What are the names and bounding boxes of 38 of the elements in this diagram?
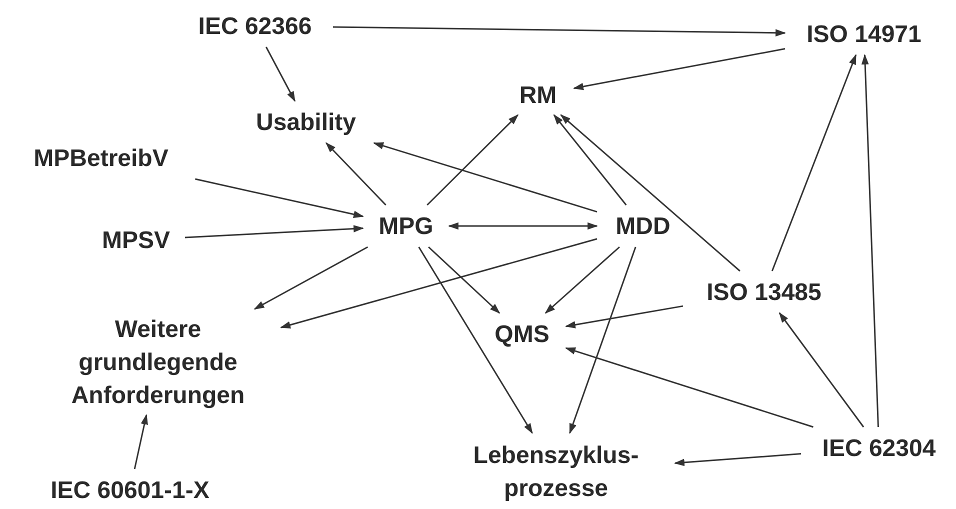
arrow	[448, 222, 598, 230]
arrow	[674, 453, 802, 466]
arrow	[553, 114, 627, 206]
node-label: ISO 13485	[686, 274, 842, 310]
arrow	[280, 238, 598, 328]
arrow	[134, 414, 148, 470]
arrow	[572, 48, 786, 90]
arrow	[325, 142, 386, 206]
arrow	[428, 246, 500, 314]
node-label: MPBetreibV	[6, 140, 196, 176]
arrow	[565, 347, 814, 428]
node-label: Usability	[238, 104, 374, 140]
node-label: ISO 14971	[788, 16, 940, 52]
node-label: RM	[505, 78, 571, 112]
node-label: MDD	[600, 208, 686, 244]
arrow	[418, 246, 533, 434]
arrow	[184, 225, 364, 238]
arrow	[195, 178, 364, 218]
node-label: QMS	[481, 316, 563, 352]
node-label: MPG	[366, 208, 446, 244]
arrow	[778, 312, 864, 428]
arrow	[544, 246, 620, 314]
arrow	[426, 114, 519, 206]
node-label: Weitere grundlegende Anforderungen	[38, 312, 278, 412]
arrow	[373, 142, 598, 213]
node-label: IEC 62304	[804, 430, 954, 466]
node-label: IEC 60601-1-X	[20, 472, 240, 508]
node-label: IEC 62366	[180, 8, 330, 44]
arrow	[771, 54, 857, 272]
node-label: MPSV	[90, 222, 182, 258]
arrow	[266, 46, 296, 102]
arrow	[254, 246, 368, 310]
node-label: Lebenszyklus- prozesse	[440, 436, 672, 508]
arrow	[560, 114, 740, 272]
arrow	[333, 26, 786, 37]
arrow	[564, 305, 684, 328]
arrow	[861, 54, 879, 428]
arrow	[569, 246, 636, 434]
